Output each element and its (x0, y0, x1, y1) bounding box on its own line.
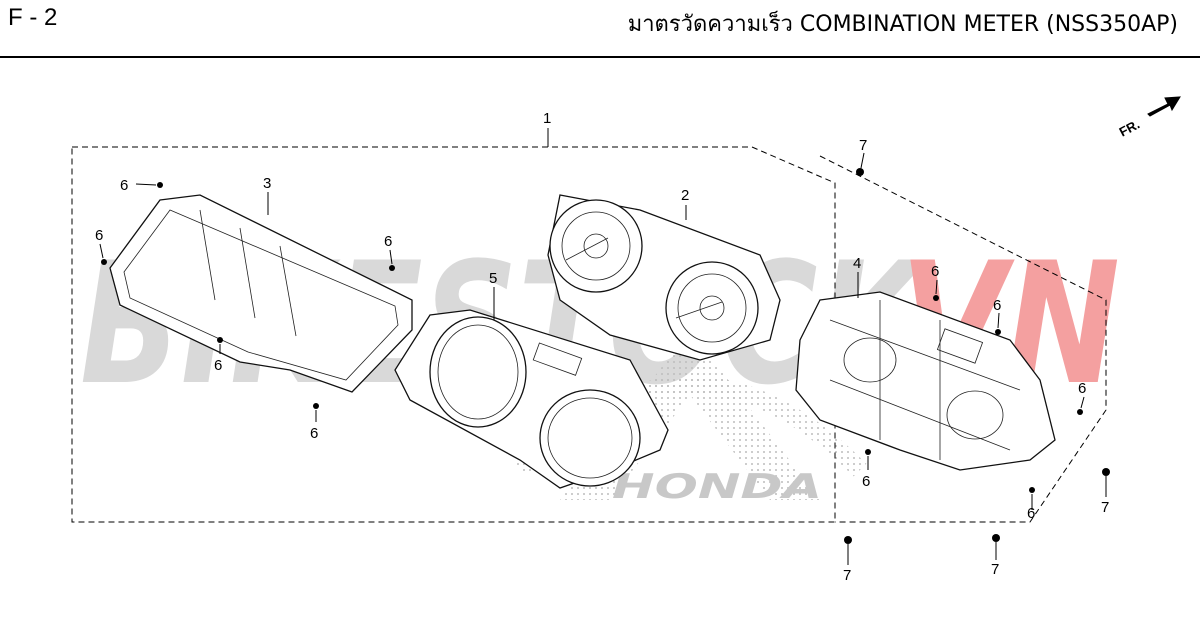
front-arrow-icon (1147, 96, 1181, 117)
callout-4: 4 (853, 255, 861, 272)
page-code: F - 2 (8, 4, 58, 31)
callout-1: 1 (543, 110, 551, 127)
callout-7-c: 7 (843, 567, 851, 584)
front-direction-marker: FR. (1117, 96, 1181, 140)
callout-6-h: 6 (1078, 380, 1086, 397)
part-lens-cover (109, 194, 413, 393)
callout-6-i: 6 (862, 473, 870, 490)
callout-2: 2 (681, 187, 689, 204)
callout-6-a: 6 (120, 177, 128, 194)
callout-7-a: 7 (859, 137, 867, 154)
assembly-outline-right (819, 155, 1107, 523)
callout-labels: 1 2 3 4 5 6 6 6 6 6 6 6 6 6 6 7 7 7 7 (95, 110, 1109, 584)
callout-6-f: 6 (931, 263, 939, 280)
part-meter-bezel (394, 309, 669, 489)
brand-text: HONDA (612, 467, 822, 507)
fasteners (101, 168, 1110, 544)
callout-7-d: 7 (991, 561, 999, 578)
callout-7-b: 7 (1101, 499, 1109, 516)
part-gauge-unit (547, 194, 781, 361)
callout-6-e: 6 (310, 425, 318, 442)
title-divider (0, 56, 1200, 58)
assembly-outline (71, 146, 836, 523)
leader-lines (99, 128, 1107, 565)
page-title: มาตรวัดความเร็ว COMBINATION METER (NSS35… (627, 12, 1178, 37)
callout-6-j: 6 (1027, 505, 1035, 522)
callout-6-d: 6 (214, 357, 222, 374)
front-direction-label: FR. (1117, 116, 1143, 139)
callout-6-g: 6 (993, 297, 1001, 314)
callout-5: 5 (489, 270, 497, 287)
part-meter-case (795, 291, 1056, 471)
callout-6-b: 6 (95, 227, 103, 244)
callout-6-c: 6 (384, 233, 392, 250)
callout-3: 3 (263, 175, 271, 192)
